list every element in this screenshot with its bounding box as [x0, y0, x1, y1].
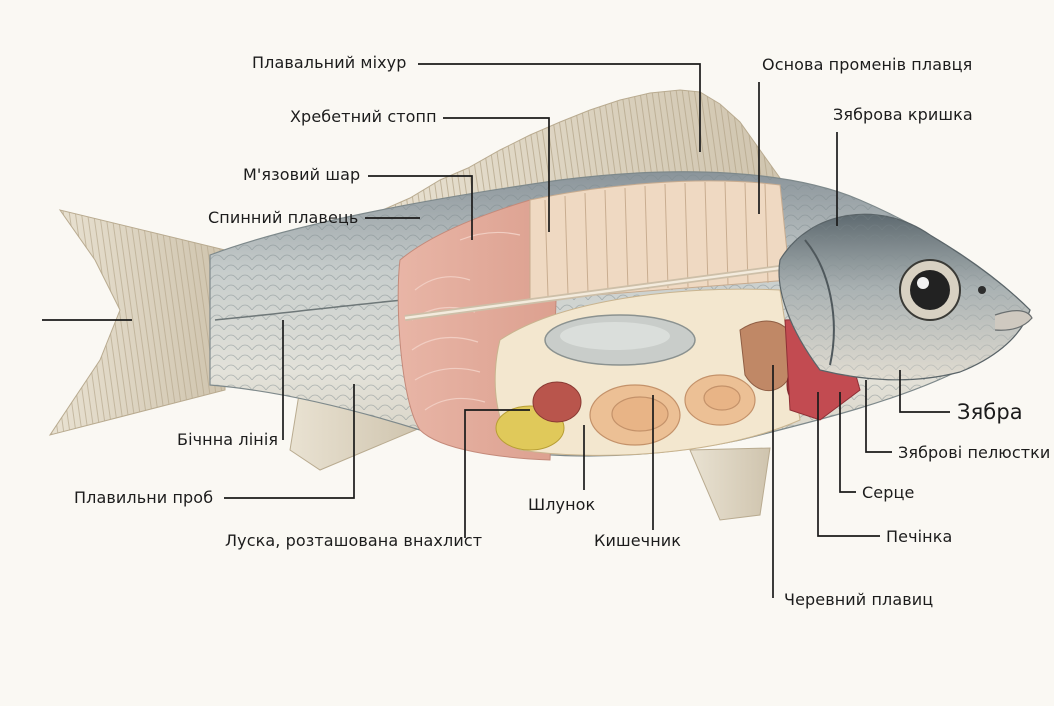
label-liver: Печінка [886, 527, 952, 546]
label-swim-bladder: Плавальний міхур [252, 53, 407, 72]
label-lateral-line: Бічнна лінія [177, 430, 278, 449]
pelvic-fin-shape [690, 448, 770, 520]
stomach-shape [533, 382, 581, 422]
label-scales: Луска, розташована внахлист [225, 531, 482, 550]
label-muscle-layer: М'язовий шар [243, 165, 360, 184]
label-pelvic-fin: Черевний плавиц [784, 590, 933, 609]
label-dorsal-fin: Спинний плавець [208, 208, 358, 227]
label-intestine: Кишечник [594, 531, 681, 550]
label-fin-ray-base: Основа променів плавця [762, 55, 972, 74]
label-heart: Серце [862, 483, 914, 502]
label-fin-rays: Плавильни проб [74, 488, 213, 507]
label-gill: Зябра [957, 400, 1023, 424]
label-gill-cover: Зяброва кришка [833, 105, 973, 124]
label-stomach: Шлунок [528, 495, 595, 514]
label-spinal-column: Хребетний стопп [290, 107, 437, 126]
mouth-shape [995, 311, 1032, 331]
label-gill-filaments: Зяброві пелюстки [898, 443, 1050, 462]
tail-fin-shape [50, 210, 225, 435]
